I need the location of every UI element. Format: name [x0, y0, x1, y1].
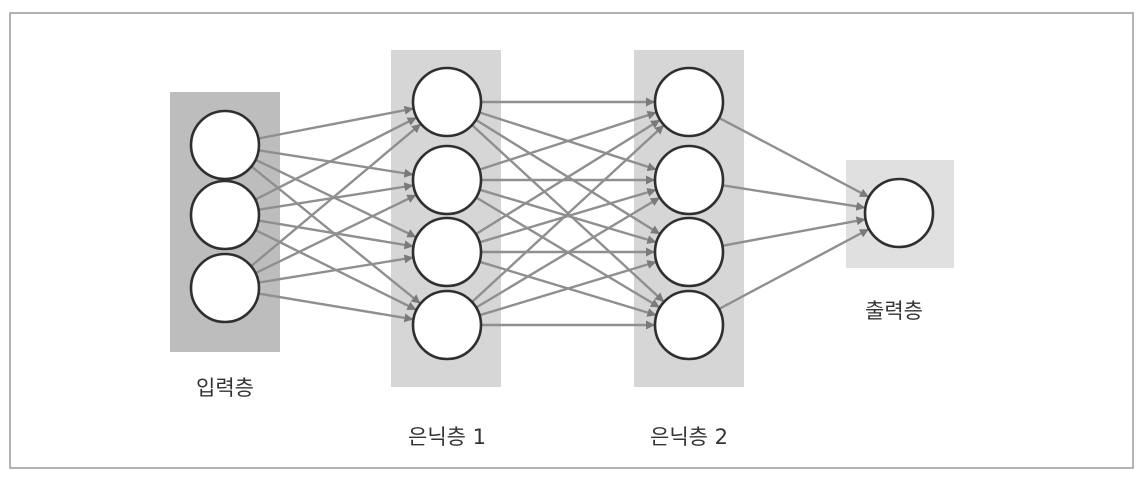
hidden-layer-1-label: 은닉층 1: [408, 425, 486, 449]
output-layer-label: 출력층: [865, 299, 923, 323]
hidden1-node-4: [411, 289, 483, 361]
input-node-3: [189, 252, 261, 324]
hidden-layer-2-label: 은닉층 2: [650, 425, 728, 449]
figure-frame: [9, 12, 1134, 469]
connection-arrow-hidden2-1-to-output-1: [718, 116, 869, 198]
connection-arrow-hidden1-4-to-hidden2-3: [479, 260, 657, 317]
hidden1-node-1: [411, 66, 483, 138]
connection-arrow-hidden2-3-to-output-1: [722, 216, 866, 247]
hidden2-node-4: [653, 289, 725, 361]
connection-arrow-input-3-to-hidden1-3: [258, 254, 414, 284]
hidden2-node-1: [653, 66, 725, 138]
output-node-1: [863, 177, 935, 249]
connection-arrow-input-3-to-hidden1-2: [255, 194, 417, 275]
connection-arrow-input-1-to-hidden1-1: [258, 105, 414, 140]
connection-arrow-hidden1-3-to-hidden2-1: [475, 119, 661, 236]
connection-arrow-input-2-to-hidden1-1: [254, 116, 417, 201]
connection-arrow-input-1-to-hidden1-2: [258, 149, 414, 178]
input-layer-label: 입력층: [196, 376, 254, 400]
hidden1-node-2: [411, 144, 483, 216]
hidden2-node-2: [653, 144, 725, 216]
connection-arrow-hidden1-4-to-hidden2-2: [475, 196, 660, 309]
input-node-2: [189, 179, 261, 251]
connection-arrow-hidden2-4-to-output-1: [718, 228, 869, 311]
connection-arrow-hidden2-2-to-output-1: [722, 184, 866, 211]
hidden1-node-3: [411, 216, 483, 288]
connection-arrow-hidden1-3-to-hidden2-2: [479, 187, 657, 244]
input-node-1: [189, 109, 261, 181]
hidden2-node-3: [653, 216, 725, 288]
connection-arrow-hidden1-4-to-hidden2-1: [471, 124, 665, 303]
connection-arrow-input-3-to-hidden1-1: [250, 123, 421, 268]
connection-arrow-hidden1-2-to-hidden2-1: [479, 110, 657, 171]
connection-arrow-input-3-to-hidden1-4: [258, 292, 414, 323]
connection-arrow-input-2-to-hidden1-2: [258, 182, 414, 211]
